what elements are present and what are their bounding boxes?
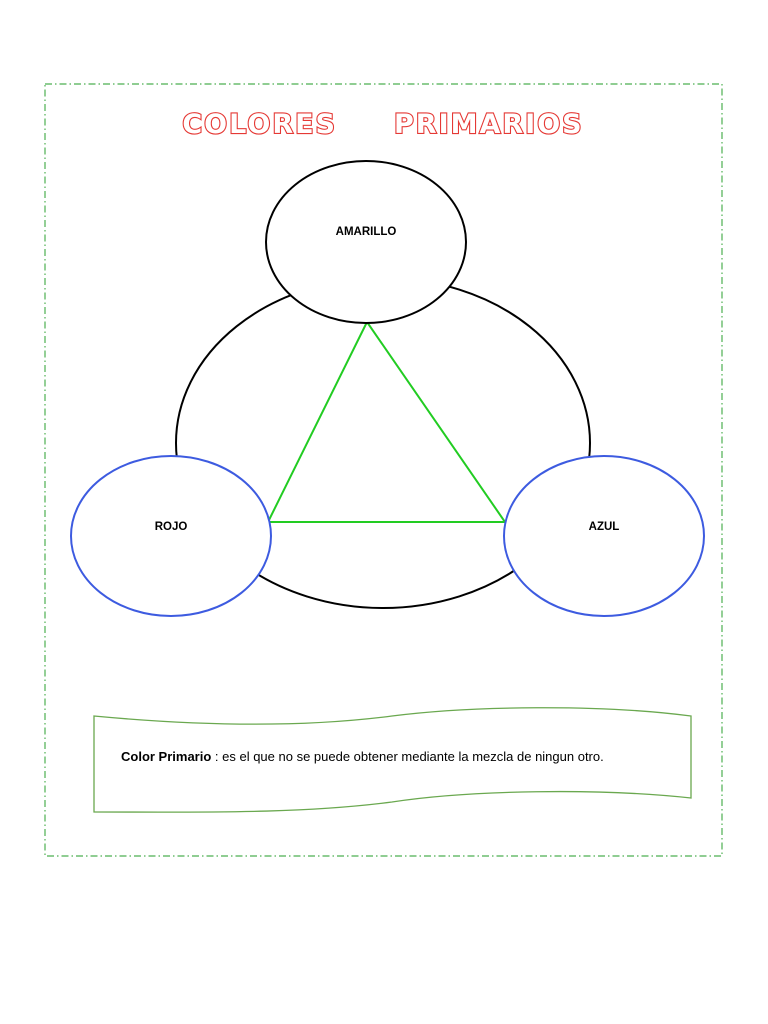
definition-term: Color Primario [121,749,211,764]
node-azul-label: AZUL [589,521,620,533]
node-azul-ellipse [503,455,705,617]
node-rojo-ellipse [70,455,272,617]
node-amarillo-label: AMARILLO [336,226,397,238]
triangle [266,320,507,523]
definition-banner [93,707,692,813]
definition-body: : es el que no se puede obtener mediante… [211,749,603,764]
page-frame [44,83,723,857]
node-amarillo-ellipse [265,160,467,324]
definition-text: Color Primario : es el que no se puede o… [121,749,604,764]
node-rojo-label: ROJO [155,521,188,533]
page-title: COLORES PRIMARIOS [182,109,583,140]
